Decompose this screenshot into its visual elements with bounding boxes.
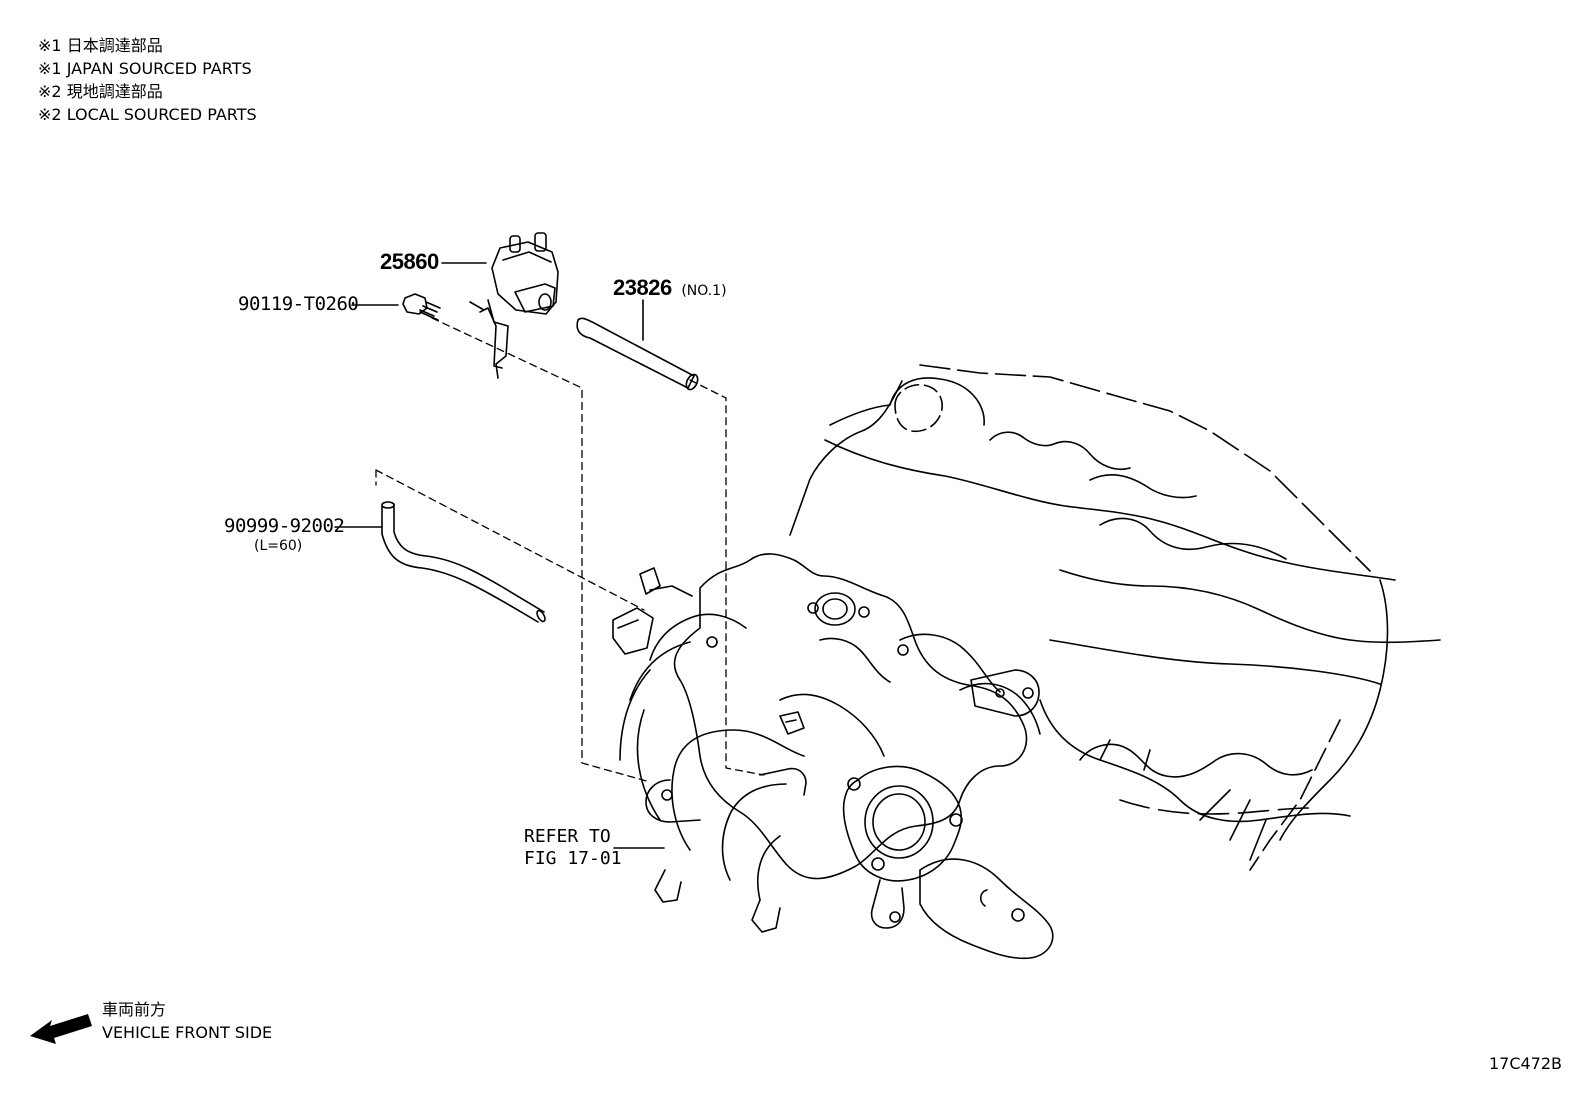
- legend-line-local-en: ※2 LOCAL SOURCED PARTS: [38, 105, 257, 124]
- bolt-90119: [402, 293, 441, 321]
- parts-source-legend: ※1 日本調達部品 ※1 JAPAN SOURCED PARTS ※2 現地調達…: [38, 34, 257, 126]
- legend-line-japan-jp: ※1 日本調達部品: [38, 36, 163, 55]
- manifold-sensor: [612, 567, 693, 655]
- callout-23826-number: 23826: [613, 275, 672, 300]
- refer-line-1: REFER TO: [524, 826, 611, 847]
- tube-90999: [381, 501, 546, 623]
- leader-lines: [334, 262, 665, 849]
- legend-line-local-jp: ※2 現地調達部品: [38, 82, 163, 101]
- vehicle-front-arrow-icon: [30, 1014, 92, 1044]
- front-label-en: VEHICLE FRONT SIDE: [102, 1023, 273, 1042]
- manifold-lower-flange: [645, 767, 1054, 960]
- callout-25860: 25860: [380, 249, 439, 274]
- callout-90999-length-note: (L=60): [254, 538, 303, 554]
- engine-block-outline: [789, 364, 1441, 871]
- refer-to-figure-note: REFER TO FIG 17-01: [524, 826, 622, 870]
- intake-manifold: [619, 553, 1041, 901]
- vehicle-front-side-label: 車両前方 VEHICLE FRONT SIDE: [102, 998, 272, 1044]
- callout-90119-t0260: 90119-T0260: [238, 293, 359, 315]
- callout-90999-92002: 90999-92002: [224, 515, 345, 537]
- dash-hose-to-manifold: [689, 379, 765, 776]
- hose-23826: [576, 317, 699, 391]
- figure-code: 17C472B: [1488, 1054, 1562, 1073]
- solenoid-valve-25860: [469, 232, 559, 379]
- front-label-jp: 車両前方: [102, 1000, 167, 1019]
- dash-bolt-to-manifold: [431, 317, 651, 783]
- callout-23826-note: (NO.1): [681, 283, 727, 299]
- dash-tube-to-sensor: [375, 469, 645, 611]
- assembly-dashed-lines: [375, 317, 765, 783]
- callout-23826: 23826 (NO.1): [613, 275, 727, 301]
- legend-line-japan-en: ※1 JAPAN SOURCED PARTS: [38, 59, 252, 78]
- refer-line-2: FIG 17-01: [524, 848, 622, 869]
- throttle-body: [842, 765, 963, 929]
